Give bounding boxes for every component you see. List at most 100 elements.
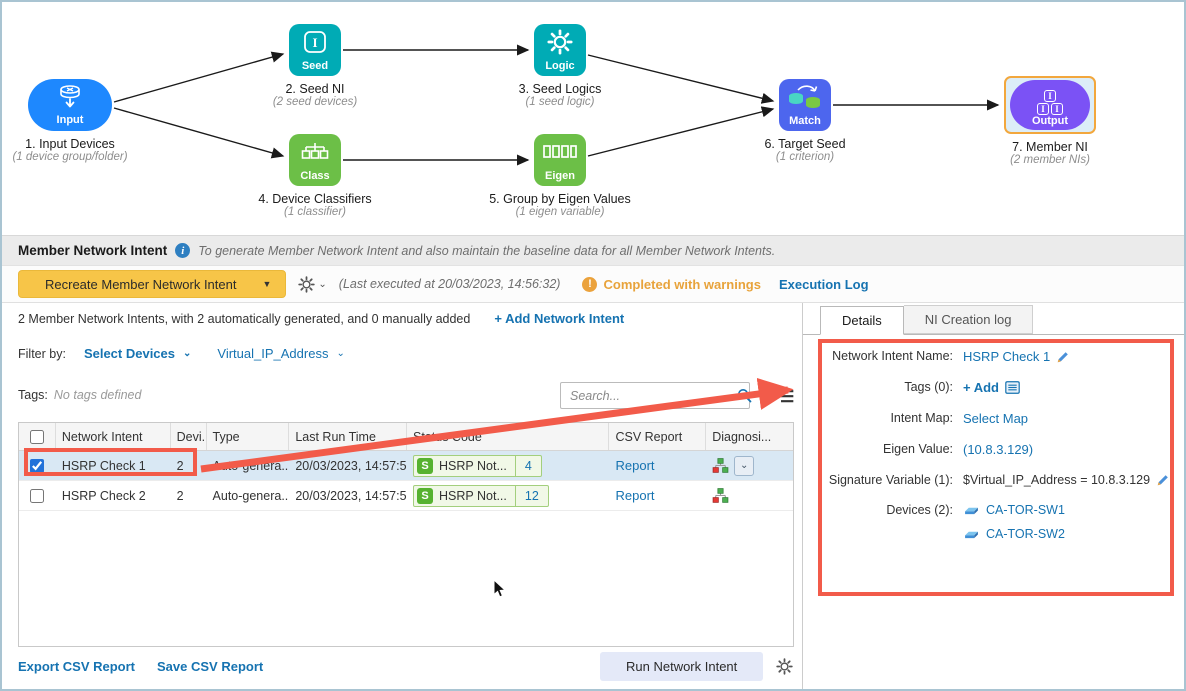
node-seed-ni[interactable]: I Seed 2. Seed NI (2 seed devices) [273,24,357,108]
refresh-icon[interactable] [758,387,774,403]
execution-status: ! Completed with warnings [582,276,761,292]
add-network-intent-link[interactable]: + Add Network Intent [494,311,625,326]
tags-label: Tags: [18,388,48,402]
gear-icon [298,276,315,293]
report-link[interactable]: Report [615,488,655,503]
row-checkbox[interactable] [30,488,45,503]
export-csv-report-link[interactable]: Export CSV Report [18,659,136,674]
node-title: 2. Seed NI [285,82,345,96]
node-subtitle: (1 seed logic) [525,96,595,108]
info-icon[interactable]: i [175,243,191,258]
match-icon [779,79,831,115]
node-member-ni[interactable]: I I I Output 7. Member NI (2 member NIs) [1004,76,1096,166]
logic-gear-icon [534,24,586,60]
run-network-intent-button[interactable]: Run Network Intent [600,652,764,681]
edit-pencil-icon[interactable] [1156,473,1170,487]
col-last-run-time[interactable]: Last Run Time [289,423,408,450]
node-badge: Logic [545,60,575,72]
node-seed-logics[interactable]: Logic 3. Seed Logics (1 seed logic) [519,24,601,108]
save-csv-report-link[interactable]: Save CSV Report [157,659,264,674]
node-subtitle: (2 seed devices) [272,96,358,108]
diagnosis-map-icon[interactable] [712,458,729,474]
col-type[interactable]: Type [207,423,290,450]
eigen-value-link[interactable]: (10.8.3.129) [963,442,1034,457]
node-title: 5. Group by Eigen Values [489,192,631,206]
node-target-seed[interactable]: Match 6. Target Seed (1 criterion) [764,79,846,163]
type-cell: Auto-genera... [212,488,290,503]
chevron-down-icon: ⌄ [336,348,345,359]
device-link[interactable]: CA-TOR-SW2 [963,527,1065,541]
section-header: Member Network Intent i To generate Memb… [2,235,1184,266]
status-count[interactable]: 12 [514,485,548,506]
table-header: Network Intent Devi... Type Last Run Tim… [19,423,793,451]
col-devices[interactable]: Devi... [171,423,207,450]
device-link[interactable]: CA-TOR-SW1 [963,503,1065,517]
search-icon[interactable] [737,388,759,403]
col-diagnosis[interactable]: Diagnosi... [712,429,772,444]
status-severity-icon: S [417,487,434,504]
field-eigen-value: Eigen Value: (10.8.3.129) [883,442,1034,457]
chevron-down-icon: ⌄ [318,278,327,290]
node-group-by-eigen[interactable]: Eigen 5. Group by Eigen Values (1 eigen … [489,134,631,218]
col-status-code[interactable]: Status Code [407,423,610,450]
warning-icon: ! [582,276,598,292]
type-cell: Auto-genera... [212,458,290,473]
edit-pencil-icon[interactable] [1056,350,1070,364]
field-tags: Tags (0): + Add [811,380,1184,395]
table-row[interactable]: HSRP Check 1 2 Auto-genera... 20/03/2023… [19,451,793,481]
row-checkbox[interactable] [30,458,45,473]
status-count[interactable]: 4 [514,455,541,476]
node-device-classifiers[interactable]: Class 4. Device Classifiers (1 classifie… [258,134,372,218]
status-cell: S HSRP Not... 12 [407,484,609,507]
diagnosis-dropdown-button[interactable]: ⌄ [734,455,755,476]
filter-row: Filter by: Select Devices ⌄ Virtual_IP_A… [18,346,345,361]
node-input-devices[interactable]: Input 1. Input Devices (1 device group/f… [12,79,128,163]
details-fields: Network Intent Name: HSRP Check 1 Tags (… [803,335,1186,541]
variable-filter-dropdown[interactable]: Virtual_IP_Address ⌄ [217,346,345,361]
node-title: 6. Target Seed [764,137,846,151]
add-tag-link[interactable]: + Add [963,380,999,395]
node-subtitle: (1 device group/folder) [12,151,128,163]
toolbar: Recreate Member Network Intent ▼ ⌄ (Last… [2,266,1184,303]
table-menu-icon[interactable]: ☰ [780,389,795,406]
tags-row: Tags: No tags defined [18,388,141,402]
report-link[interactable]: Report [615,458,655,473]
search-input[interactable] [561,388,737,403]
node-title: 1. Input Devices [25,137,115,151]
toolbar-settings-button[interactable]: ⌄ [298,276,327,293]
status-badge[interactable]: S HSRP Not... 4 [413,454,542,477]
details-panel: Details NI Creation log Network Intent N… [802,303,1186,689]
run-settings-gear-icon[interactable] [776,658,793,675]
member-intent-summary: 2 Member Network Intents, with 2 automat… [18,311,471,326]
status-severity-icon: S [417,457,434,474]
svg-text:I: I [312,35,317,50]
col-csv-report[interactable]: CSV Report [609,423,707,450]
select-devices-dropdown[interactable]: Select Devices ⌄ [83,346,192,361]
devices-cell: 2 [176,458,184,473]
status-badge[interactable]: S HSRP Not... 12 [413,484,549,507]
diagnosis-map-icon[interactable] [712,488,729,504]
device-icon [963,505,980,516]
execution-log-link[interactable]: Execution Log [778,276,869,292]
col-network-intent[interactable]: Network Intent [56,423,171,450]
filter-by-label: Filter by: [18,346,66,361]
recreate-button-label: Recreate Member Network Intent [45,276,237,292]
last-run-cell: 20/03/2023, 14:57:53 [295,488,408,503]
last-executed-text: (Last executed at 20/03/2023, 14:56:32) [338,277,561,291]
select-all-checkbox[interactable] [29,429,44,444]
tab-details[interactable]: Details [820,306,904,335]
select-map-link[interactable]: Select Map [963,411,1029,426]
tag-list-icon[interactable] [1005,381,1020,394]
node-badge: Output [1031,115,1069,127]
recreate-member-network-intent-button[interactable]: Recreate Member Network Intent ▼ [18,270,287,298]
status-cell: S HSRP Not... 4 [407,454,609,477]
node-title: 7. Member NI [1012,140,1088,154]
intent-name-cell: HSRP Check 2 [61,488,146,503]
input-devices-icon [28,79,112,114]
tab-ni-creation-log[interactable]: NI Creation log [903,305,1034,334]
field-devices: Devices (2): CA-TOR-SW1 CA-TOR-SW2 [886,503,1065,541]
table-row[interactable]: HSRP Check 2 2 Auto-genera... 20/03/2023… [19,481,793,511]
intent-name-link[interactable]: HSRP Check 1 [963,349,1051,364]
node-badge: Eigen [545,170,575,182]
node-subtitle: (2 member NIs) [1010,154,1090,166]
